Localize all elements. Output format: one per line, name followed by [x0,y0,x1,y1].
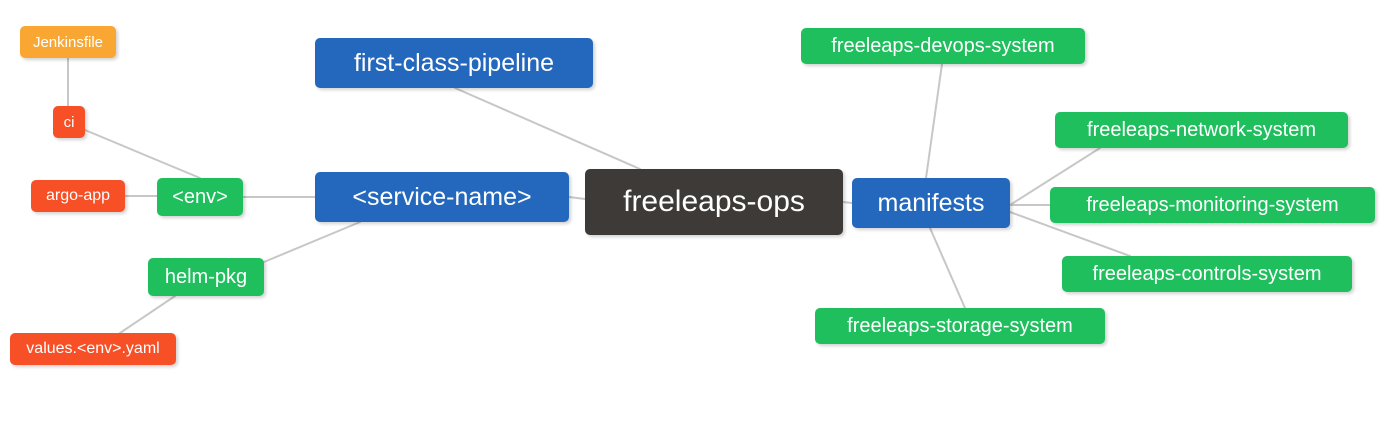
edge-freeleaps-ops-to-service-name [568,196,586,200]
edge-manifests-to-freeleaps-devops-system [925,63,943,179]
node-ci[interactable]: ci [53,106,85,138]
node-label-freeleaps-network-system: freeleaps-network-system [1087,119,1316,141]
node-freeleaps-controls-system[interactable]: freeleaps-controls-system [1062,256,1352,292]
node-freeleaps-devops-system[interactable]: freeleaps-devops-system [801,28,1085,64]
edge-manifests-to-freeleaps-storage-system [929,227,966,309]
node-argo-app[interactable]: argo-app [31,180,125,212]
node-values-env-yaml[interactable]: values.<env>.yaml [10,333,176,365]
edge-freeleaps-ops-to-first-class-pipeline [454,87,641,170]
node-label-manifests: manifests [877,188,985,217]
node-label-freeleaps-ops: freeleaps-ops [623,185,805,218]
node-label-jenkinsfile: Jenkinsfile [32,33,104,51]
node-label-first-class-pipeline: first-class-pipeline [353,48,555,77]
node-label-service-name: <service-name> [352,182,532,211]
node-service-name[interactable]: <service-name> [315,172,569,222]
node-env[interactable]: <env> [157,178,243,216]
node-freeleaps-ops[interactable]: freeleaps-ops [585,169,843,235]
node-label-ci: ci [63,113,75,131]
node-manifests[interactable]: manifests [852,178,1010,228]
node-label-freeleaps-controls-system: freeleaps-controls-system [1092,263,1322,285]
node-label-env: <env> [172,186,228,208]
edge-freeleaps-ops-to-manifests [842,201,853,204]
node-label-freeleaps-storage-system: freeleaps-storage-system [847,315,1073,337]
node-label-helm-pkg: helm-pkg [164,266,248,288]
node-freeleaps-storage-system[interactable]: freeleaps-storage-system [815,308,1105,344]
node-label-argo-app: argo-app [45,187,111,204]
node-helm-pkg[interactable]: helm-pkg [148,258,264,296]
edge-env-to-ci [84,129,201,179]
node-freeleaps-monitoring-system[interactable]: freeleaps-monitoring-system [1050,187,1375,223]
node-jenkinsfile[interactable]: Jenkinsfile [20,26,116,58]
node-label-freeleaps-devops-system: freeleaps-devops-system [831,35,1055,57]
edge-helm-pkg-to-values-env-yaml [119,295,176,334]
node-first-class-pipeline[interactable]: first-class-pipeline [315,38,593,88]
node-label-values-env-yaml: values.<env>.yaml [26,340,160,357]
node-freeleaps-network-system[interactable]: freeleaps-network-system [1055,112,1348,148]
node-label-freeleaps-monitoring-system: freeleaps-monitoring-system [1086,194,1339,216]
edge-service-name-to-helm-pkg [263,221,361,263]
